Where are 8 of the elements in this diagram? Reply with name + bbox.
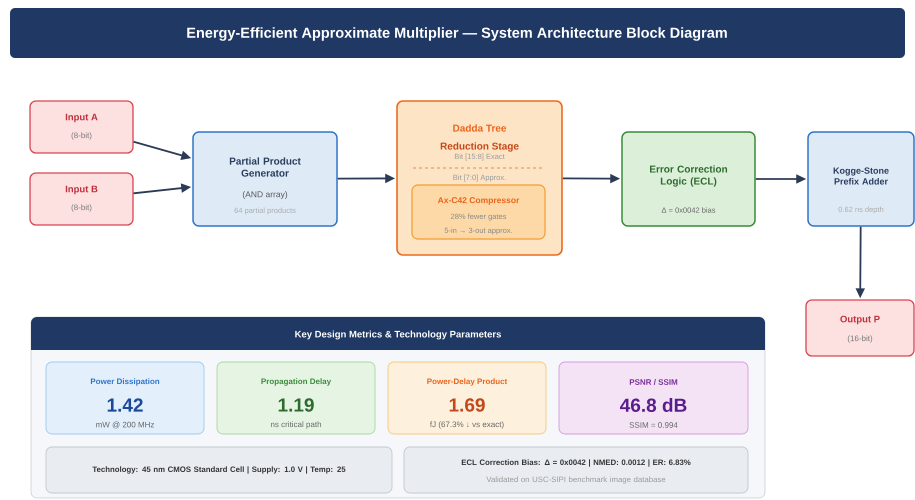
metric-card: Propagation Delay 1.19 ns critical path [216,362,376,434]
output-box: Output P (16-bit) [805,299,915,357]
input-box: Input B (8-bit) [29,172,134,226]
metric-card: PSNR / SSIM 46.8 dB SSIM = 0.994 [558,362,748,434]
input-box: Input A (8-bit) [29,100,134,154]
metric-card: Power Dissipation 1.42 mW @ 200 MHz [46,362,204,434]
title-banner: Energy-Efficient Approximate Multiplier — System Architecture Block Diagram [10,8,905,58]
metric-card: Power-Delay Product 1.69 fJ (67.3% ↓ vs exact) [388,362,546,434]
